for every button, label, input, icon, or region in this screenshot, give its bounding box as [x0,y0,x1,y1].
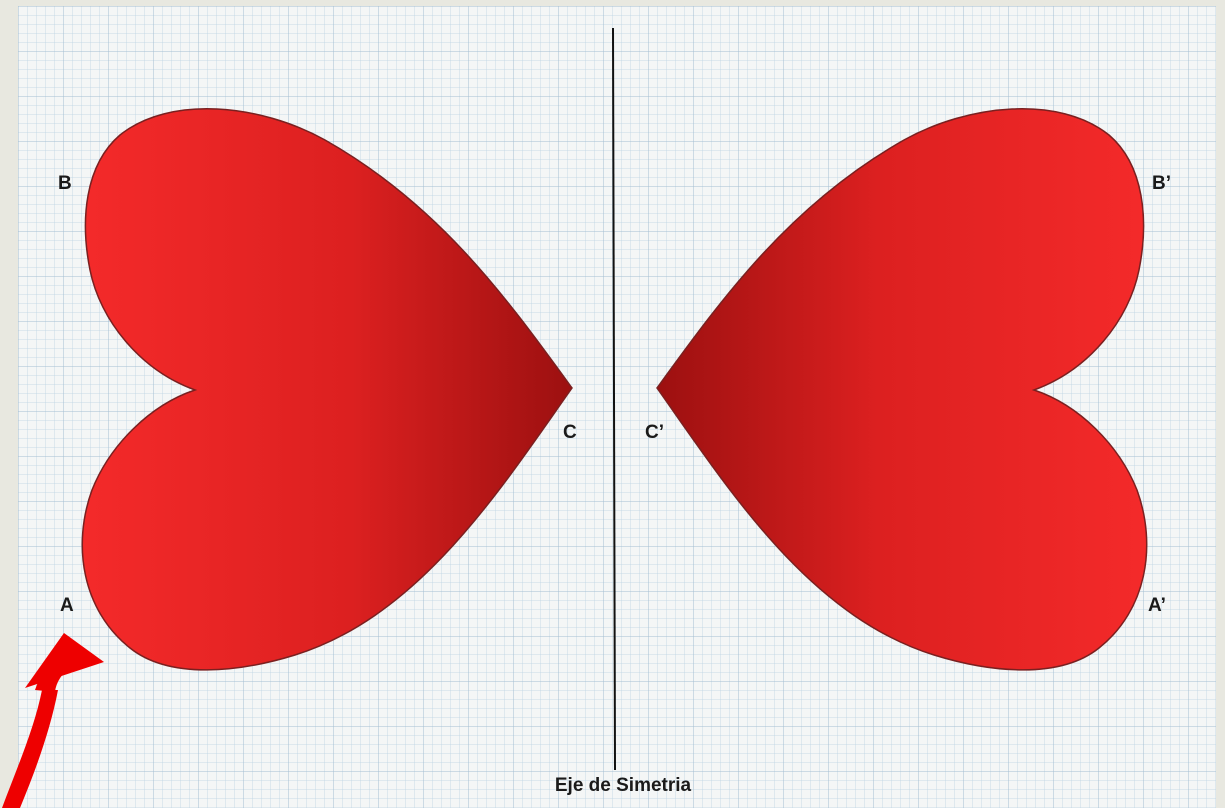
vertex-label-a: A [60,595,74,616]
axis-caption: Eje de Simetria [555,775,692,796]
vertex-label-a-prime: A’ [1148,595,1166,616]
vertex-label-c: C [563,422,577,443]
vertex-label-c-prime: C’ [645,422,664,443]
vertex-label-b: B [58,173,72,194]
vertex-label-b-prime: B’ [1152,173,1171,194]
